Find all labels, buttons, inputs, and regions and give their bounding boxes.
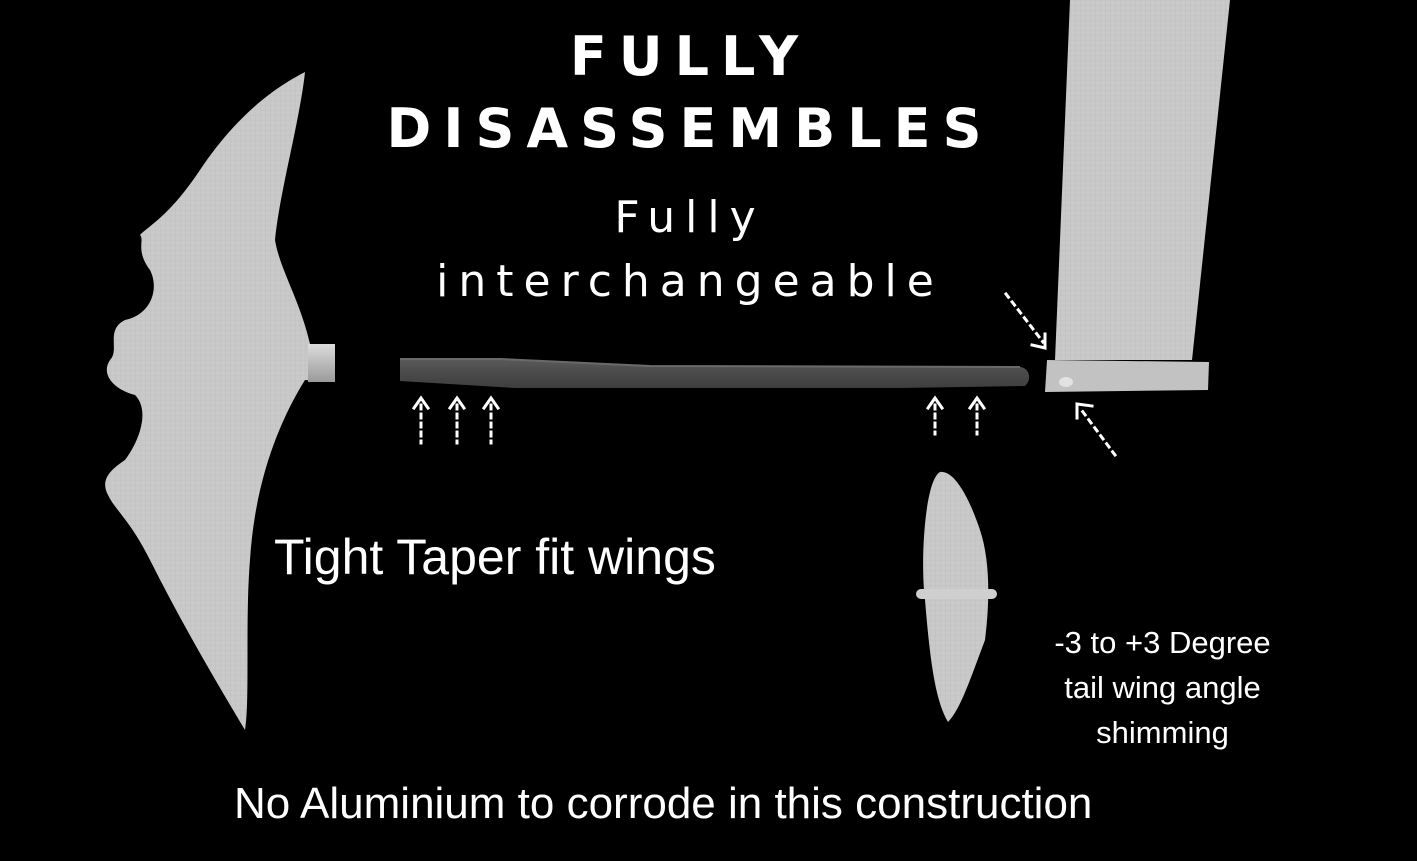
no-aluminium-caption: No Aluminium to corrode in this construc…	[234, 779, 1093, 828]
up-arrow-icon	[925, 395, 945, 436]
shimming-line-1: -3 to +3 Degree	[1054, 625, 1271, 660]
shimming-line-2: tail wing angle	[1064, 670, 1261, 705]
diagonal-arrow-down-right-icon	[1003, 291, 1047, 350]
shimming-line-3: shimming	[1096, 715, 1229, 750]
fuselage	[400, 358, 1030, 388]
mast	[1045, 0, 1230, 392]
tail-wing	[916, 471, 997, 722]
mast-bolt-hole	[1059, 377, 1073, 387]
taper-fit-caption: Tight Taper fit wings	[274, 529, 716, 585]
subheading-line-1: Fully	[614, 192, 766, 243]
heading-line-1: FULLY	[569, 25, 811, 88]
tail-wing-collar	[916, 589, 997, 599]
shimming-caption: -3 to +3 Degree tail wing angle shimming	[1030, 620, 1295, 755]
up-arrow-icon	[447, 395, 467, 445]
diagonal-arrow-up-left-icon	[1075, 402, 1118, 458]
up-arrow-icon	[967, 395, 987, 436]
up-arrow-icon	[481, 395, 501, 445]
heading-line-2: DISASSEMBLES	[386, 97, 994, 160]
subheading-line-2: interchangeable	[436, 256, 944, 307]
up-arrow-icon	[411, 395, 431, 445]
wing-spigot	[308, 344, 335, 382]
front-wing	[105, 72, 335, 730]
arrow-icons	[411, 291, 1118, 458]
